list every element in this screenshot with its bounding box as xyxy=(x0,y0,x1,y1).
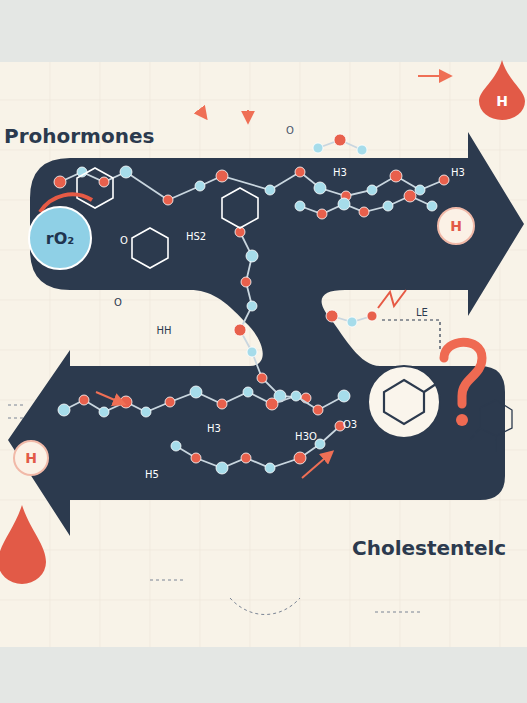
atom xyxy=(195,181,205,191)
atom xyxy=(246,250,258,262)
atom xyxy=(241,277,251,287)
atom xyxy=(295,167,305,177)
atom xyxy=(165,397,175,407)
molecule-chains xyxy=(54,134,449,474)
drop-outline xyxy=(479,60,525,120)
dashed-arrows xyxy=(8,405,420,615)
bond xyxy=(240,232,306,398)
atom xyxy=(243,387,253,397)
atom xyxy=(317,209,327,219)
atom xyxy=(266,398,278,410)
atom xyxy=(295,201,305,211)
question-mark xyxy=(444,342,482,404)
atom xyxy=(313,405,323,415)
molecule-bubble: rO₂ xyxy=(28,206,92,270)
atom-label: O xyxy=(120,235,128,246)
atom xyxy=(367,185,377,195)
atom xyxy=(217,399,227,409)
atom xyxy=(427,201,437,211)
atom-label: HS2 xyxy=(186,231,206,242)
atom xyxy=(313,143,323,153)
side-molecule xyxy=(470,400,512,452)
atom xyxy=(99,177,109,187)
atom-circle: H xyxy=(13,440,49,476)
atom xyxy=(247,301,257,311)
atom-label: O3 xyxy=(343,419,357,430)
atom-label: H3 xyxy=(451,167,465,178)
dashed-lead xyxy=(382,320,440,350)
atom-circle: H xyxy=(437,207,475,245)
ring-structures xyxy=(77,168,258,268)
atom xyxy=(326,310,338,322)
atom-label: H5 xyxy=(145,469,159,480)
node-text: rO₂ xyxy=(46,229,75,248)
atom xyxy=(216,170,228,182)
ring-circle xyxy=(368,366,440,438)
bond xyxy=(176,426,340,468)
atom xyxy=(234,324,246,336)
atom xyxy=(190,386,202,398)
atom xyxy=(367,311,377,321)
drop xyxy=(0,505,46,584)
atom-label: H3 xyxy=(333,167,347,178)
atom xyxy=(58,404,70,416)
atom-label: O xyxy=(114,297,122,308)
question-dot xyxy=(456,414,468,426)
atom xyxy=(171,441,181,451)
atom-label: O xyxy=(286,125,294,136)
panel xyxy=(0,62,527,647)
atom xyxy=(120,166,132,178)
atom xyxy=(359,207,369,217)
atom xyxy=(334,134,346,146)
atom xyxy=(338,198,350,210)
bond xyxy=(60,172,444,200)
atom xyxy=(79,395,89,405)
atom xyxy=(347,317,357,327)
node-text: H xyxy=(450,218,462,234)
atom xyxy=(141,407,151,417)
atom xyxy=(439,175,449,185)
atom xyxy=(241,453,251,463)
atom xyxy=(216,462,228,474)
footer-word: Cholestentelc xyxy=(352,537,506,559)
drop-shape xyxy=(479,60,525,120)
atom-label: LE xyxy=(416,307,428,318)
atom-label: HH xyxy=(156,325,171,336)
atom xyxy=(357,145,367,155)
atom xyxy=(265,463,275,473)
atom xyxy=(404,190,416,202)
atom xyxy=(314,182,326,194)
atom xyxy=(265,185,275,195)
atom xyxy=(54,176,66,188)
atom xyxy=(291,391,301,401)
title: Prohormones xyxy=(4,124,154,148)
node-text: H xyxy=(496,93,508,109)
atom xyxy=(338,390,350,402)
atom xyxy=(99,407,109,417)
atom xyxy=(383,201,393,211)
atom-label: H3 xyxy=(207,423,221,434)
atom xyxy=(415,185,425,195)
cyclohexane xyxy=(384,380,436,424)
atom xyxy=(294,452,306,464)
atom xyxy=(390,170,402,182)
atom xyxy=(163,195,173,205)
atom xyxy=(257,373,267,383)
grid xyxy=(0,62,527,647)
drop-node: H xyxy=(479,60,525,120)
zigzag xyxy=(378,290,406,308)
atom xyxy=(247,347,257,357)
atom-label: H3O xyxy=(295,431,317,442)
flow-arrow xyxy=(8,132,524,536)
atom xyxy=(191,453,201,463)
node-text: H xyxy=(25,450,37,466)
